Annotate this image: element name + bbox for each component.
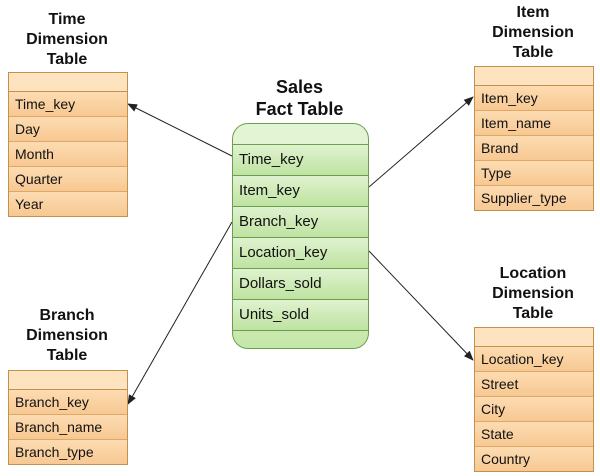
- item-table-title: Item Dimension Table: [492, 4, 574, 61]
- arrow-branch: [127, 221, 233, 405]
- table-row: Day: [9, 117, 127, 142]
- location-dimension-table: Location_key Street City State Country: [474, 327, 594, 472]
- branch-dimension-table: Branch_key Branch_name Branch_type: [8, 370, 128, 465]
- table-header: [475, 67, 593, 86]
- location-table-title: Location Dimension Table: [492, 265, 574, 322]
- table-row: Item_key: [233, 176, 368, 207]
- table-row: Dollars_sold: [233, 269, 368, 300]
- table-row: Item_name: [475, 111, 593, 136]
- table-row: Year: [9, 192, 127, 216]
- table-row: Supplier_type: [475, 186, 593, 210]
- table-row: Street: [475, 372, 593, 397]
- table-row: State: [475, 422, 593, 447]
- table-header: [233, 124, 368, 145]
- table-header: [475, 328, 593, 347]
- table-header: [9, 73, 127, 92]
- table-row: Item_key: [475, 86, 593, 111]
- fact-table-title: Sales Fact Table: [255, 77, 344, 119]
- table-row: Month: [9, 142, 127, 167]
- table-row: Time_key: [9, 92, 127, 117]
- table-row: Country: [475, 447, 593, 471]
- table-row: Quarter: [9, 167, 127, 192]
- branch-table-title: Branch Dimension Table: [26, 307, 108, 364]
- table-row: Branch_key: [233, 207, 368, 238]
- table-row: Brand: [475, 136, 593, 161]
- arrow-time: [127, 103, 233, 157]
- table-row: Location_key: [475, 347, 593, 372]
- table-row: Branch_type: [9, 440, 127, 464]
- table-row: Branch_name: [9, 415, 127, 440]
- table-row: City: [475, 397, 593, 422]
- arrow-location: [368, 250, 474, 361]
- table-row: Branch_key: [9, 390, 127, 415]
- table-row: Location_key: [233, 238, 368, 269]
- table-row: Type: [475, 161, 593, 186]
- item-dimension-table: Item_key Item_name Brand Type Supplier_t…: [474, 66, 594, 211]
- arrow-item: [368, 96, 474, 188]
- table-row: Time_key: [233, 145, 368, 176]
- time-table-title: Time Dimension Table: [26, 11, 108, 68]
- time-dimension-table: Time_key Day Month Quarter Year: [8, 72, 128, 217]
- sales-fact-table: Time_key Item_key Branch_key Location_ke…: [232, 123, 369, 349]
- table-header: [9, 371, 127, 390]
- table-row: Units_sold: [233, 300, 368, 331]
